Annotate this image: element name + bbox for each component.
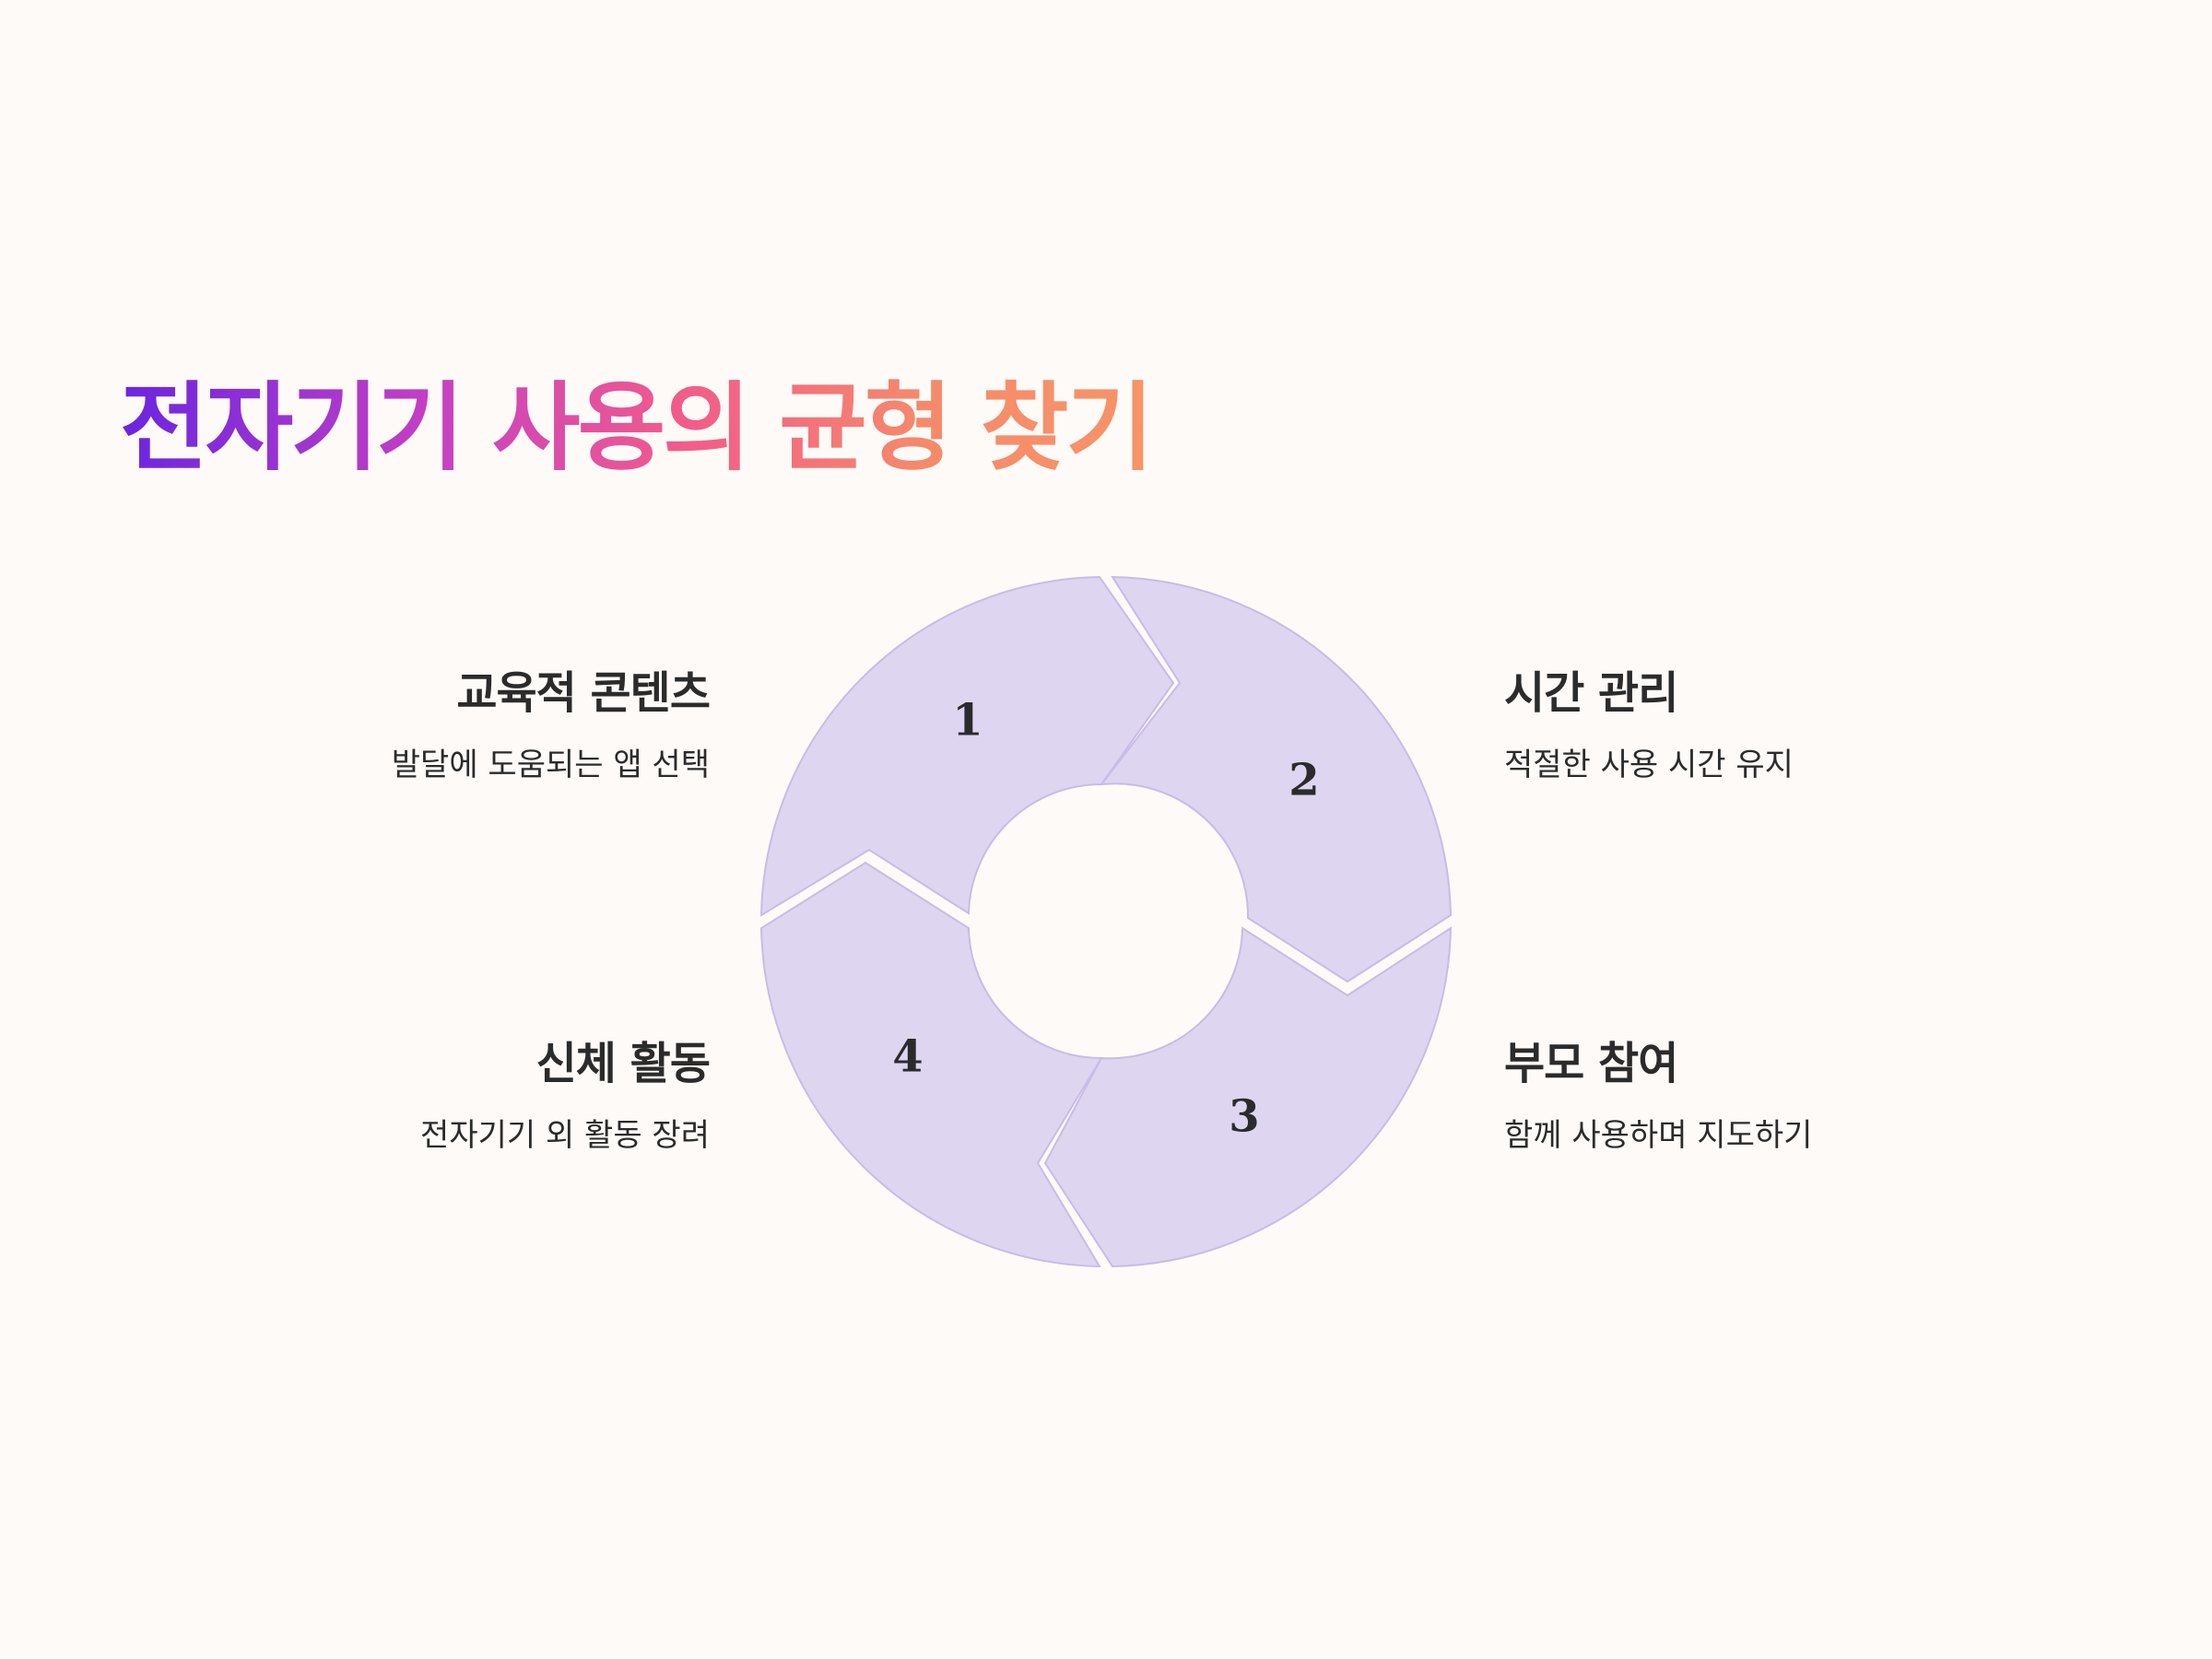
segment-2-heading: 시간 관리 <box>1504 667 1678 719</box>
segment-3-label: 부모 참여 함께 사용하며 지도하기 <box>1504 1036 1812 1156</box>
cycle-segment-4 <box>759 861 1103 1268</box>
page-title: 전자기기 사용의 균형 찾기 <box>120 371 1154 484</box>
segment-1-heading: 교육적 콘텐츠 <box>456 667 711 719</box>
segment-4-heading: 신체 활동 <box>535 1038 711 1089</box>
segment-2-label: 시간 관리 적절한 사용 시간 유지 <box>1504 665 1794 785</box>
segment-1-description: 발달에 도움되는 앱 선택 <box>391 747 710 783</box>
cycle-segment-2 <box>1099 575 1453 983</box>
cycle-segment-1 <box>759 575 1175 917</box>
segment-3-heading: 부모 참여 <box>1504 1038 1678 1089</box>
segment-2-description: 적절한 사용 시간 유지 <box>1504 747 1794 783</box>
segment-3-description: 함께 사용하며 지도하기 <box>1504 1117 1813 1154</box>
cycle-segment-3 <box>1043 926 1453 1268</box>
segment-number-2: 2 <box>1288 755 1319 806</box>
segment-number-1: 1 <box>952 695 982 747</box>
segment-number-3: 3 <box>1229 1091 1259 1143</box>
segment-4-label: 신체 활동 전자기기 외 활동 장려 <box>420 1036 711 1156</box>
segment-4-description: 전자기기 외 활동 장려 <box>420 1117 710 1154</box>
segment-number-4: 4 <box>892 1031 923 1083</box>
segment-1-label: 교육적 콘텐츠 발달에 도움되는 앱 선택 <box>391 665 711 785</box>
